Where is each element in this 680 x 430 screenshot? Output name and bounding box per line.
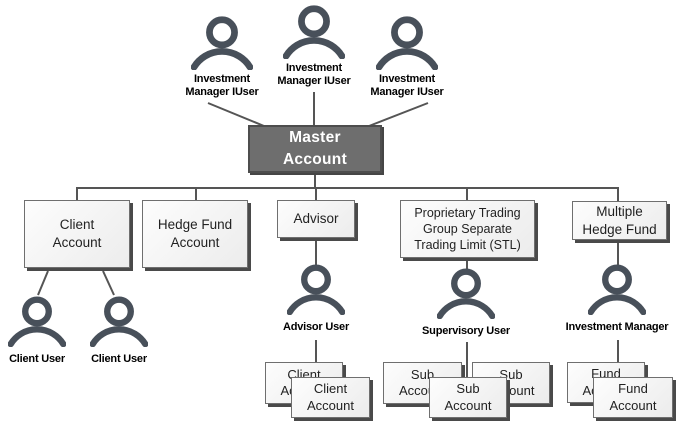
person-label: Supervisory User — [422, 325, 510, 337]
connector-topuser1-master — [207, 102, 265, 127]
person-label: Client User — [9, 353, 65, 365]
person-label: Investment Manager IUser — [277, 62, 351, 87]
person-icon — [437, 268, 495, 319]
person-label: Client User — [91, 353, 147, 365]
person-icon — [90, 296, 148, 347]
sub-account-front: Sub Account — [429, 377, 507, 418]
person-label: Investment Manager IUser — [185, 73, 259, 98]
advisor-client-account-front: Client Account — [291, 377, 370, 418]
connector-client-user2 — [102, 270, 115, 296]
hedge-fund-account-box: Hedge Fund Account — [142, 200, 248, 268]
person-icon — [287, 264, 345, 315]
investment-manager-user-2: Investment Manager IUser — [264, 3, 364, 87]
person-icon — [8, 296, 66, 347]
proprietary-trading-stl-box: Proprietary Trading Group Separate Tradi… — [400, 200, 535, 258]
investment-manager-user-1: Investment Manager IUser — [172, 14, 272, 98]
person-label: Investment Manager IUser — [370, 73, 444, 98]
supervisory-user: Supervisory User — [416, 266, 516, 338]
person-icon — [283, 5, 345, 59]
connector-topuser3-master — [368, 102, 429, 127]
person-icon — [588, 264, 646, 315]
client-account-box: Client Account — [24, 200, 130, 268]
investment-manager-user-3: Investment Manager IUser — [357, 14, 457, 98]
fund-account-front: Fund Account — [593, 377, 673, 418]
client-user-2: Client User — [74, 294, 164, 366]
client-user-1: Client User — [0, 294, 82, 366]
advisor-box: Advisor — [277, 200, 355, 238]
master-account-box: Master Account — [248, 125, 382, 173]
multiple-hedge-fund-box: Multiple Hedge Fund — [572, 201, 667, 240]
person-label: Investment Manager — [565, 321, 669, 333]
person-icon — [191, 16, 253, 70]
advisor-user: Advisor User — [266, 262, 366, 334]
connector-client-user1 — [37, 270, 49, 296]
investment-manager-user-bottom: Investment Manager — [552, 262, 680, 334]
person-label: Advisor User — [282, 321, 350, 333]
person-icon — [376, 16, 438, 70]
